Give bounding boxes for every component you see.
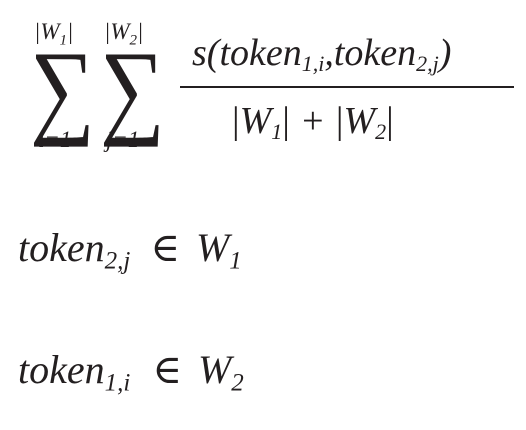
sum2-lower-limit: j=1	[106, 127, 140, 152]
fraction-bar	[180, 86, 514, 88]
element-of-icon: ∈	[152, 347, 182, 392]
fraction-numerator: s(token1,i,token2,j)	[192, 32, 452, 77]
fraction-denominator: |W1|+|W2|	[232, 100, 394, 145]
sum1-upper-limit: |W1|	[34, 19, 74, 49]
sum2-sigma-icon: ∑	[100, 30, 165, 147]
sum1-sigma-icon: ∑	[30, 30, 95, 147]
condition-token-2j-in-w1: token2,j∈W1	[18, 225, 242, 275]
sum2-upper-limit: |W2|	[104, 19, 144, 49]
condition-token-1i-in-w2: token1,i∈W2	[18, 347, 244, 397]
sum1-lower-limit: i=1	[38, 127, 72, 152]
element-of-icon: ∈	[150, 225, 180, 270]
